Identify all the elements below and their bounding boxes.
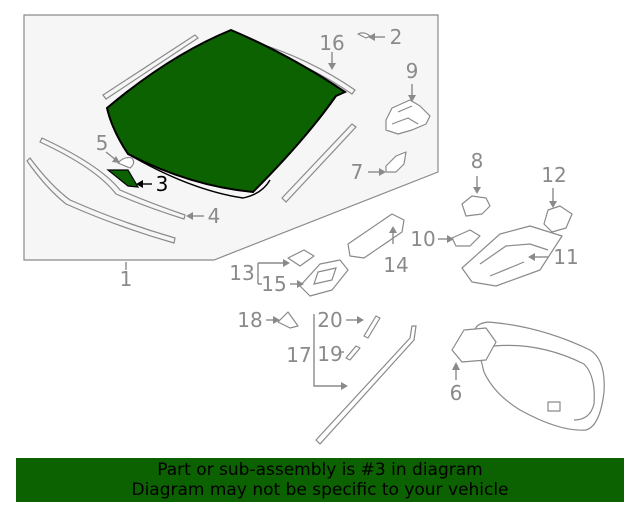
callout-5: 5 xyxy=(96,131,109,155)
callout-1: 1 xyxy=(120,267,133,291)
arrow-9 xyxy=(408,95,416,102)
camera-part-15 xyxy=(299,259,349,297)
arrow-2 xyxy=(368,33,375,41)
arrow-20 xyxy=(357,316,364,324)
arrow-14 xyxy=(389,226,397,233)
callout-3: 3 xyxy=(156,172,169,196)
callout-13: 13 xyxy=(229,261,254,285)
bracket-part-12 xyxy=(543,205,573,233)
mirror-mount-6 xyxy=(451,327,497,363)
arrow-5 xyxy=(112,156,120,163)
arrow-18 xyxy=(273,316,280,324)
upper-left-moulding xyxy=(102,34,199,100)
arrow-6 xyxy=(452,362,460,370)
callout-11: 11 xyxy=(553,245,578,269)
arrow-8 xyxy=(473,187,481,194)
callout-8: 8 xyxy=(471,149,484,173)
right-side-moulding xyxy=(281,123,357,203)
callout-4: 4 xyxy=(208,204,221,228)
mirror-part-6 xyxy=(473,321,605,431)
callout-16: 16 xyxy=(319,31,344,55)
callout-20: 20 xyxy=(317,308,342,332)
arrow-7 xyxy=(379,168,386,176)
mirror-button-6 xyxy=(547,401,561,412)
windshield-edge xyxy=(127,153,271,199)
info-banner: Part or sub-assembly is #3 in diagram Di… xyxy=(16,458,624,502)
pad-part-13 xyxy=(287,249,315,267)
callout-14: 14 xyxy=(383,253,408,277)
clip-part-10 xyxy=(451,229,481,247)
callout-9: 9 xyxy=(406,59,419,83)
camera-part-15-detail xyxy=(313,267,337,285)
banner-line-1: Part or sub-assembly is #3 in diagram xyxy=(157,460,483,480)
cover-part-14 xyxy=(347,213,405,259)
leader-17 xyxy=(313,314,344,387)
callout-19: 19 xyxy=(317,342,342,366)
arrow-15 xyxy=(297,280,304,288)
clip-part-5 xyxy=(117,156,135,169)
callout-2: 2 xyxy=(390,25,403,49)
part-18 xyxy=(277,311,299,329)
callout-15: 15 xyxy=(261,272,286,296)
part-8 xyxy=(461,195,491,217)
parts-diagram: 1 2 3 4 5 6 7 8 9 10 11 12 13 14 15 16 1… xyxy=(23,14,605,445)
callout-7: 7 xyxy=(351,160,364,184)
part-3-highlight xyxy=(106,169,140,188)
bracket-part-9-detail xyxy=(391,105,419,125)
arrow-13 xyxy=(283,259,290,267)
callout-6: 6 xyxy=(450,381,463,405)
arrow-17 xyxy=(341,382,348,390)
arrow-16 xyxy=(328,63,336,70)
lower-moulding-a xyxy=(39,137,186,220)
strip-part-20 xyxy=(363,315,381,339)
arrow-3 xyxy=(136,180,143,188)
banner-line-2: Diagram may not be specific to your vehi… xyxy=(131,480,509,500)
callout-18: 18 xyxy=(237,308,262,332)
arrow-10 xyxy=(447,235,454,243)
moulding-part-17 xyxy=(315,325,417,445)
housing-part-11 xyxy=(461,225,563,287)
mirror-part-6-inner xyxy=(493,344,595,421)
callout-17: 17 xyxy=(286,343,311,367)
clip-part-19 xyxy=(345,345,361,361)
callout-10: 10 xyxy=(410,227,435,251)
callout-12: 12 xyxy=(541,163,566,187)
lower-moulding-b xyxy=(26,157,176,244)
arrow-11 xyxy=(528,253,535,261)
housing-part-11-detail xyxy=(479,243,549,277)
arrow-12 xyxy=(549,201,557,208)
bracket-part-9 xyxy=(385,99,431,135)
arrow-4 xyxy=(186,212,193,220)
leader-13 xyxy=(257,262,286,285)
